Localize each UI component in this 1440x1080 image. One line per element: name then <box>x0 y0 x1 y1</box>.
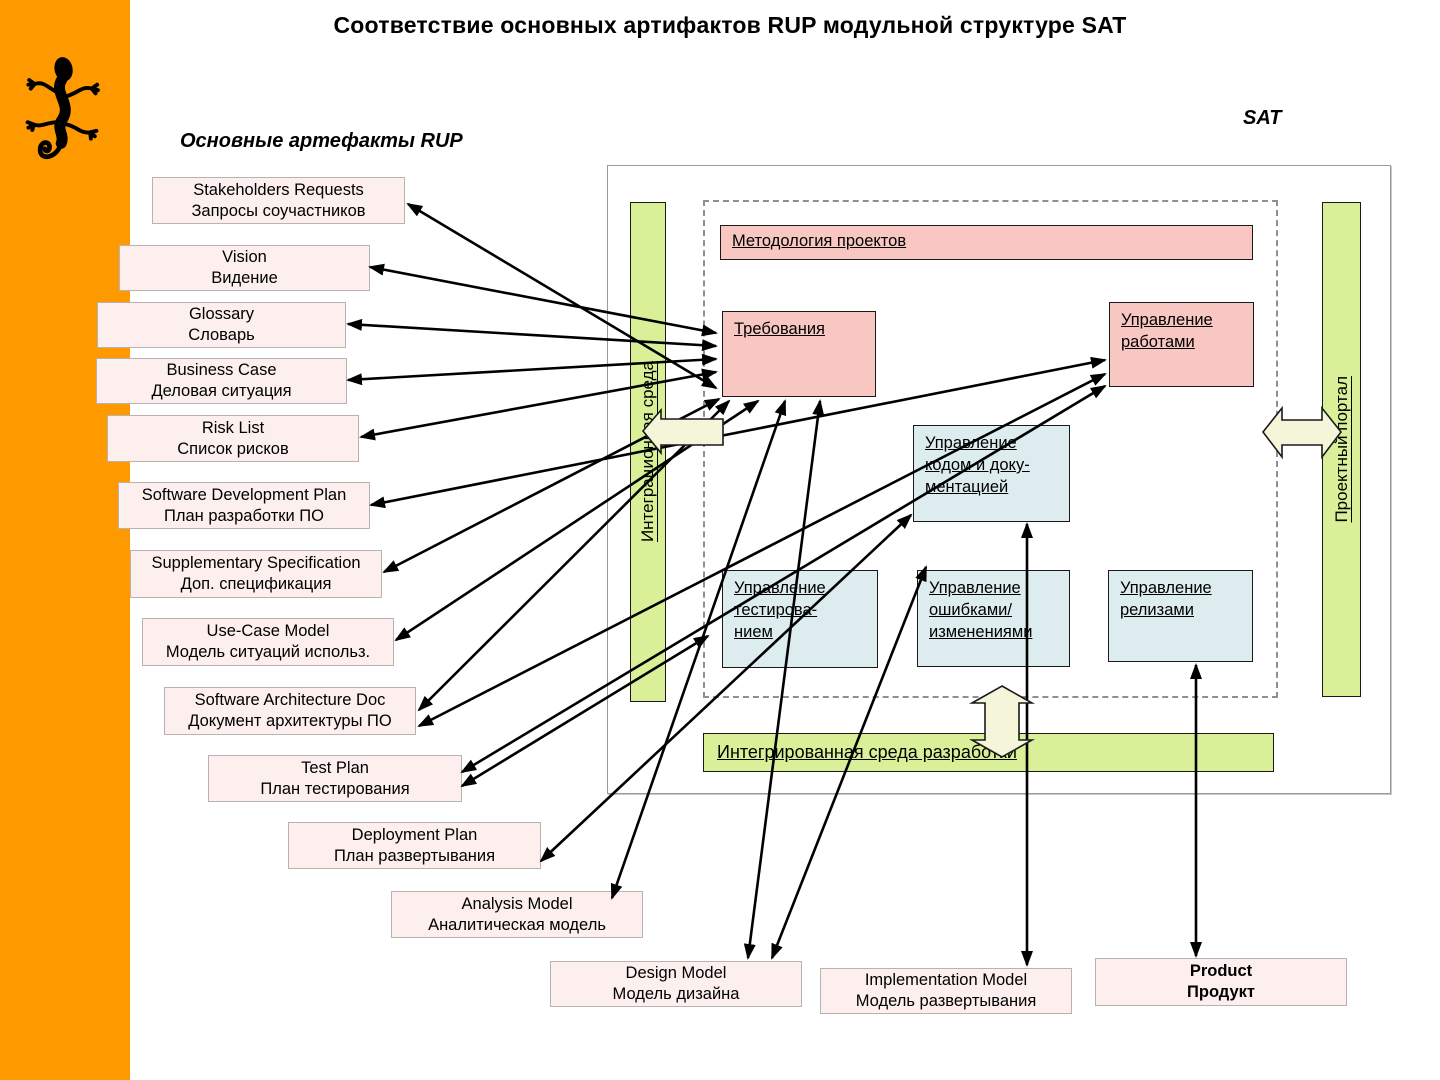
artifact-label-ru: Продукт <box>1187 983 1255 1001</box>
artifact-label-en: Vision <box>222 248 267 266</box>
artifact-label-ru: План развертывания <box>333 846 496 865</box>
module-bar-integration-env: Интеграционная среда <box>630 202 666 702</box>
artifact-label-ru: Словарь <box>188 326 255 344</box>
artifact-label-en: Deployment Plan <box>351 825 478 844</box>
artifact-label-en: Design Model <box>625 964 727 982</box>
module-box-test-mgmt: Управление тестирова- нием <box>722 570 878 668</box>
artifact-box-implementation: Implementation Model Модель развертывани… <box>820 968 1072 1014</box>
artifact-box-test-plan: Test Plan План тестирования <box>208 755 462 802</box>
artifact-box-design: Design Model Модель дизайна <box>550 961 802 1007</box>
artifact-label-en: Supplementary Specification <box>151 554 361 572</box>
gecko-logo-icon <box>25 57 100 160</box>
module-box-requirements: Требования <box>722 311 876 397</box>
module-box-defect-change-mgmt: Управление ошибками/ изменениями <box>917 570 1070 667</box>
artifact-box-vision: Vision Видение <box>119 245 370 291</box>
artifact-box-supp-spec: Supplementary Specification Доп. специфи… <box>130 550 382 598</box>
artifact-label-en: Risk List <box>201 418 265 437</box>
artifact-box-product: Product Продукт <box>1095 958 1347 1006</box>
module-box-methodology: Методология проектов <box>720 225 1253 260</box>
artifact-box-stakeholders: Stakeholders Requests Запросы соучастник… <box>152 177 405 224</box>
artifact-label-ru: Запросы соучастников <box>191 201 366 220</box>
artifact-label-en: Software Architecture Doc <box>194 691 386 709</box>
artifact-label-ru: Список рисков <box>177 439 289 458</box>
artifact-box-glossary: Glossary Словарь <box>97 302 346 348</box>
artifact-label-ru: Доп. спецификация <box>180 575 332 593</box>
artifact-label-ru: План тестирования <box>260 779 410 798</box>
sat-label: SAT <box>1243 107 1282 129</box>
artifact-box-analysis: Analysis Model Аналитическая модель <box>391 891 643 938</box>
module-box-release-mgmt: Управление релизами <box>1108 570 1253 662</box>
artifact-label-ru: Модель дизайна <box>612 985 740 1003</box>
artifact-box-sdp: Software Development Plan План разработк… <box>118 482 370 529</box>
artifact-label-en: Software Development Plan <box>141 485 347 504</box>
artifact-label-en: Business Case <box>166 361 277 379</box>
module-box-code-doc-mgmt: Управление кодом и доку- ментацией <box>913 425 1070 522</box>
integration-env-label: Интеграционная среда <box>638 361 657 543</box>
slide-title: Соответствие основных артифактов RUP мод… <box>333 12 1127 38</box>
artifact-label-ru: Модель ситуаций использ. <box>165 643 371 661</box>
project-portal-label: Проектный портал <box>1331 376 1351 523</box>
artifact-label-en: Use-Case Model <box>206 622 330 640</box>
artifact-label-en: Stakeholders Requests <box>193 180 364 199</box>
artifact-label-en: Glossary <box>188 305 255 323</box>
artifact-box-business-case: Business Case Деловая ситуация <box>96 358 347 404</box>
artifact-label-en: Analysis Model <box>461 894 573 913</box>
artifact-label-ru: Документ архитектуры ПО <box>188 712 392 730</box>
artifact-box-risk-list: Risk List Список рисков <box>107 415 359 462</box>
artifact-label-en: Implementation Model <box>864 971 1028 989</box>
artifact-box-sad: Software Architecture Doc Документ архит… <box>164 687 416 735</box>
module-box-work-mgmt: Управление работами <box>1109 302 1254 387</box>
accent-strip <box>0 0 130 1080</box>
artifact-box-use-case: Use-Case Model Модель ситуаций использ. <box>142 618 394 666</box>
rup-column-header: Основные артефакты RUP <box>180 130 463 152</box>
artifact-label-ru: План разработки ПО <box>164 506 324 525</box>
artifact-label-ru: Модель развертывания <box>855 992 1037 1010</box>
artifact-box-deployment: Deployment Plan План развертывания <box>288 822 541 869</box>
artifact-label-ru: Аналитическая модель <box>428 915 606 934</box>
artifact-label-ru: Деловая ситуация <box>151 382 292 400</box>
artifact-label-ru: Видение <box>211 269 278 287</box>
module-bar-project-portal: Проектный портал <box>1322 202 1361 697</box>
ide-bar-label: Интегрированная среда разработки <box>717 742 1017 762</box>
module-bar-ide: Интегрированная среда разработки <box>703 733 1274 772</box>
artifact-label-en: Test Plan <box>301 758 369 777</box>
artifact-label-en: Product <box>1189 962 1253 980</box>
